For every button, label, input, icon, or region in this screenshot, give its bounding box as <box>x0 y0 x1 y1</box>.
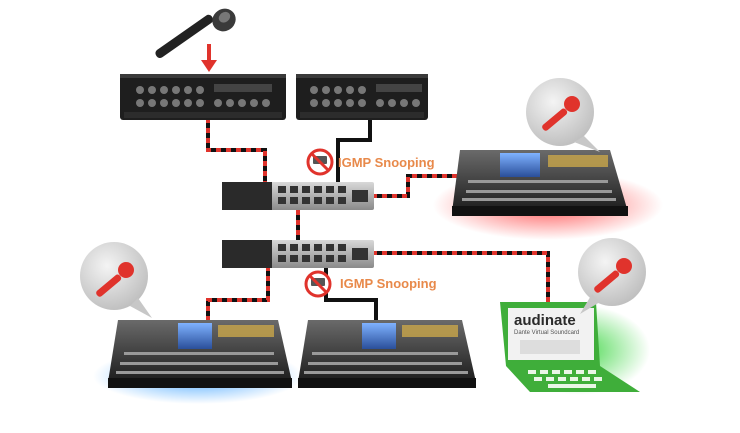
speech-bubble-laptop <box>578 238 646 314</box>
igmp-no-symbol-upper: IGMP Snooping <box>306 148 435 176</box>
upper-switch <box>222 182 374 210</box>
igmp-no-symbol-lower: IGMP Snooping <box>304 270 437 298</box>
no-symbol-icon <box>306 148 334 176</box>
arrow-down-icon <box>201 44 217 72</box>
igmp-label-lower: IGMP Snooping <box>340 276 437 291</box>
microphone-icon <box>594 258 632 293</box>
igmp-label-upper: IGMP Snooping <box>338 155 435 170</box>
lower-switch <box>222 240 374 268</box>
console-top-right <box>452 150 628 216</box>
speech-bubble-top-right <box>526 78 600 152</box>
microphone-icon <box>155 8 236 59</box>
microphone-icon <box>96 262 134 297</box>
no-symbol-icon <box>304 270 332 298</box>
cables <box>206 118 550 322</box>
laptop: audinate Dante Virtual Soundcard <box>500 302 640 392</box>
console-bottom-middle <box>298 320 476 388</box>
stagebox-1 <box>120 74 286 120</box>
audinate-logo: audinate <box>514 312 576 329</box>
laptop-subtitle: Dante Virtual Soundcard <box>514 330 579 336</box>
microphone-icon <box>542 96 580 131</box>
stagebox-2 <box>296 74 428 120</box>
speech-bubble-bottom-left <box>80 242 152 318</box>
console-bottom-left <box>108 320 292 388</box>
